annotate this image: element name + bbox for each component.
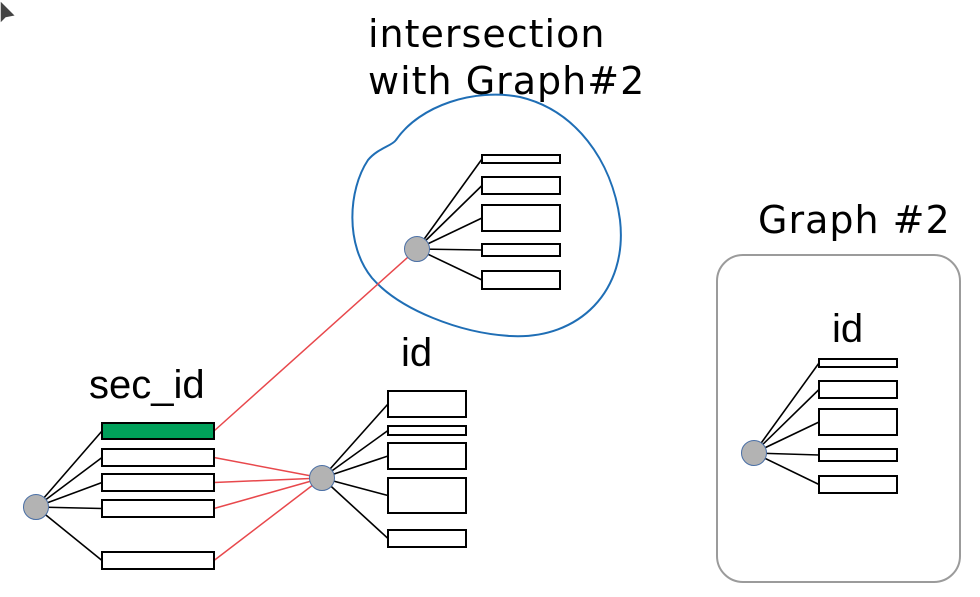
field-bar[interactable] [818,475,898,494]
intersection-label-line1: intersection [368,12,605,56]
graph2-id-label: id [832,307,863,351]
sec-id-group [23,422,215,570]
field-bar[interactable] [818,380,898,399]
red-links [213,248,418,562]
sec-id-label: sec_id [89,363,205,407]
field-bar[interactable] [101,551,215,570]
link-line [213,456,323,479]
spoke-line [35,456,103,508]
spoke-line [753,388,820,454]
spoke-line [416,184,483,250]
field-bar[interactable] [387,390,467,418]
graph2-title: Graph #2 [758,198,951,242]
field-bar[interactable] [818,408,898,436]
intersection-outline [351,93,622,338]
spoke-line [753,362,820,454]
spoke-line [321,403,389,479]
field-bar[interactable] [481,270,561,290]
field-bar[interactable] [101,499,215,518]
id-label: id [401,331,432,375]
sec-id-node[interactable] [23,494,49,520]
field-bar[interactable] [101,473,215,492]
graph2-id-group [741,358,898,494]
highlighted-field-bar[interactable] [101,422,215,440]
spoke-line [321,429,389,479]
intersection-label-line2: with Graph#2 [368,59,645,103]
field-bar[interactable] [481,243,561,257]
arrow-cursor-icon [0,0,18,26]
field-bar[interactable] [387,425,467,436]
intersection-node[interactable] [404,236,430,262]
field-bar[interactable] [387,442,467,470]
link-line [213,477,323,484]
link-line [213,248,418,432]
field-bar[interactable] [101,448,215,467]
field-bar[interactable] [481,176,561,195]
spoke-line [35,506,103,562]
graph2-box [716,254,961,583]
field-bar[interactable] [387,477,467,514]
field-bar[interactable] [481,204,561,232]
id-group [309,390,467,548]
link-line [213,477,323,510]
spoke-line [35,430,103,508]
field-bar[interactable] [481,154,561,164]
id-node[interactable] [309,465,335,491]
spoke-line [416,158,483,250]
field-bar[interactable] [818,358,898,368]
link-line [213,477,323,562]
field-bar[interactable] [818,448,898,462]
spoke-line [321,477,389,540]
intersection-group [404,154,561,290]
field-bar[interactable] [387,529,467,548]
graph2-id-node[interactable] [741,440,767,466]
